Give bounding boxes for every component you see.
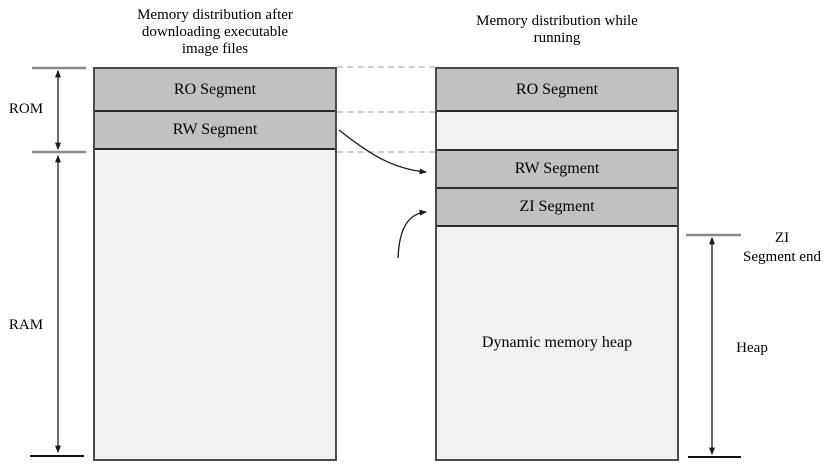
zi-segment-end-line: Segment end — [743, 249, 821, 265]
segment-label: RO Segment — [515, 80, 599, 98]
segment-label: RO Segment — [173, 80, 257, 98]
title-line: image files — [181, 41, 249, 57]
segment-empty-ram — [95, 150, 335, 459]
heap-label: Heap — [736, 340, 768, 356]
segment-dynamic-heap: Dynamic memory heap — [437, 227, 677, 459]
rom-label: ROM — [8, 101, 44, 117]
dashed-link-middle — [337, 111, 435, 113]
segment-gap-running — [437, 112, 677, 151]
title-line: running — [533, 30, 581, 46]
segment-ro-download: RO Segment — [95, 69, 335, 112]
segment-ro-running: RO Segment — [437, 69, 677, 112]
zi-segment-end-line: ZI — [774, 230, 790, 246]
segment-rw-download: RW Segment — [95, 112, 335, 150]
ram-label: RAM — [8, 317, 44, 333]
dashed-link-bottom — [337, 151, 435, 153]
memory-column-running: RO Segment RW Segment ZI Segment Dynamic… — [435, 67, 679, 461]
dashed-link-top — [337, 66, 435, 68]
segment-label: ZI Segment — [519, 198, 595, 215]
segment-rw-running: RW Segment — [437, 151, 677, 189]
segment-label: Dynamic memory heap — [481, 334, 633, 351]
zi-creation-arrow — [397, 209, 428, 259]
title-line: Memory distribution while — [476, 13, 638, 29]
title-line: Memory distribution after — [137, 7, 293, 23]
zi-segment-end-label: ZI Segment end — [738, 229, 826, 267]
segment-label: RW Segment — [514, 160, 600, 177]
title-line: downloading executable — [141, 24, 289, 40]
left-column-title: Memory distribution after downloading ex… — [93, 7, 337, 58]
memory-column-download: RO Segment RW Segment — [93, 67, 337, 461]
segment-label: RW Segment — [172, 121, 258, 138]
segment-zi-running: ZI Segment — [437, 189, 677, 227]
right-column-title: Memory distribution while running — [435, 13, 679, 47]
